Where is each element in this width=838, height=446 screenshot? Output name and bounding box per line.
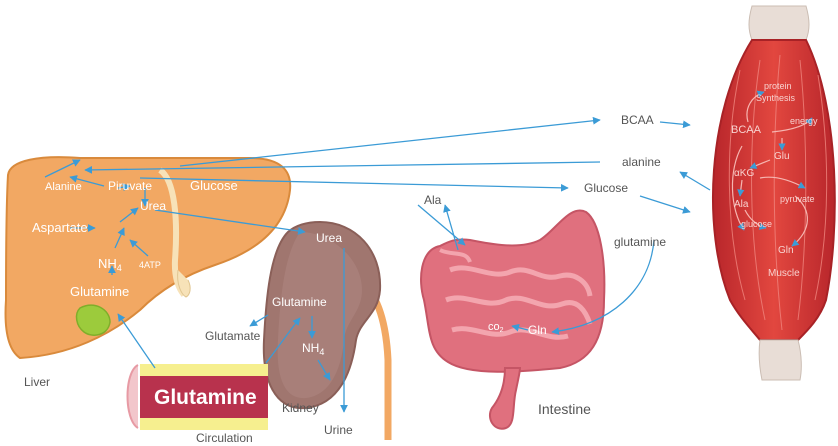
- kidney-glutamate-label: Glutamate: [205, 329, 261, 343]
- flow-glutamine-label: glutamine: [614, 235, 666, 249]
- kidney-glutamine-label: Glutamine: [272, 295, 327, 309]
- circulation-name-label: Circulation: [196, 431, 253, 445]
- flow-alanine-label: alanine: [622, 155, 661, 169]
- muscle-energy-label: energy: [790, 116, 818, 126]
- muscle-protein-label: protein: [764, 81, 792, 91]
- muscle-pyruvate-label: pyruvate: [780, 194, 815, 204]
- kidney-name-label: Kidney: [282, 401, 319, 415]
- circulation-banner-text: Glutamine: [154, 386, 257, 409]
- flow-ala-label: Ala: [424, 193, 442, 207]
- muscle-ala-label: Ala: [734, 199, 749, 210]
- intestine-organ: [421, 210, 604, 428]
- muscle-akg-label: αKG: [734, 168, 754, 179]
- liver-glutamine-label: Glutamine: [70, 284, 129, 299]
- liver-aspartate-label: Aspartate: [32, 220, 88, 235]
- liver-urea-label: Urea: [140, 199, 166, 213]
- muscle-organ: [713, 6, 835, 380]
- muscle-name-label: Muscle: [768, 268, 800, 279]
- liver-pyruvate-label: Piruvate: [108, 179, 152, 193]
- flow-bcaa-label: BCAA: [621, 113, 654, 127]
- liver-glucose-label: Glucose: [190, 178, 238, 193]
- muscle-bcaa-label: BCAA: [731, 124, 762, 136]
- intestine-name-label: Intestine: [538, 401, 591, 417]
- flow-glucose-label: Glucose: [584, 181, 628, 195]
- muscle-glucose-label: glucose: [741, 219, 772, 229]
- kidney-urea-label: Urea: [316, 231, 342, 245]
- muscle-gln-label: Gln: [778, 245, 794, 256]
- liver-atp-label: 4ATP: [139, 260, 161, 270]
- intestine-gln-label: Gln: [528, 323, 547, 337]
- liver-name-label: Liver: [24, 375, 50, 389]
- kidney-urine-label: Urine: [324, 423, 353, 437]
- muscle-glu-label: Glu: [774, 151, 790, 162]
- liver-alanine-label: Alanine: [45, 181, 82, 193]
- muscle-synthesis-label: Synthesis: [756, 93, 796, 103]
